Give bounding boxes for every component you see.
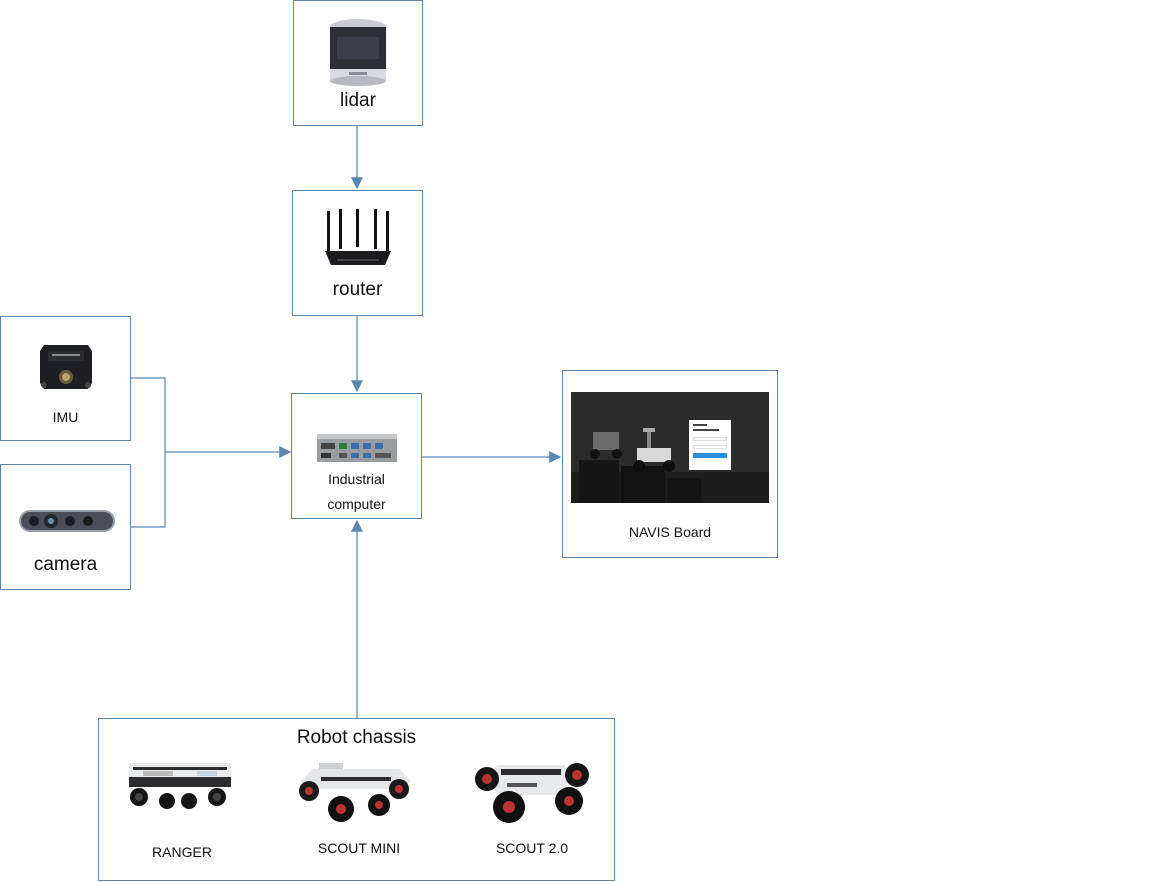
router-icon xyxy=(325,209,391,265)
industrial-computer-node: Industrial computer xyxy=(291,393,422,519)
chassis-scout-mini-label: SCOUT MINI xyxy=(317,840,401,856)
industrial-computer-label-line1: Industrial xyxy=(328,471,385,487)
robot-chassis-title: Robot chassis xyxy=(296,727,417,748)
industrial-computer-label-line2: computer xyxy=(327,496,386,512)
chassis-scout-2-label: SCOUT 2.0 xyxy=(495,840,569,856)
scout-mini-robot-icon xyxy=(299,763,411,822)
robots-illustration xyxy=(571,392,769,503)
industrial-computer-icon xyxy=(317,434,397,462)
scout-2-robot-icon xyxy=(475,763,589,823)
camera-icon xyxy=(19,510,115,532)
bracket-imu-camera xyxy=(130,377,166,528)
router-node: router xyxy=(292,190,423,316)
login-panel xyxy=(689,420,731,470)
ranger-robot-icon xyxy=(129,763,231,809)
lidar-icon xyxy=(330,19,386,86)
robot-chassis-group: Robot chassis RANGER SCOUT MINI xyxy=(98,718,615,881)
navis-board-screenshot xyxy=(571,392,769,503)
router-label: router xyxy=(332,279,383,300)
chassis-ranger-label: RANGER xyxy=(152,844,212,860)
navis-board-label: NAVIS Board xyxy=(628,524,712,540)
camera-label: camera xyxy=(33,554,98,575)
lidar-label: lidar xyxy=(340,90,376,111)
imu-icon xyxy=(40,345,92,389)
lidar-node: lidar xyxy=(293,0,423,126)
imu-node: IMU xyxy=(0,316,131,441)
imu-label: IMU xyxy=(52,409,79,425)
navis-board-node: NAVIS Board xyxy=(562,370,778,558)
camera-node: camera xyxy=(0,464,131,590)
